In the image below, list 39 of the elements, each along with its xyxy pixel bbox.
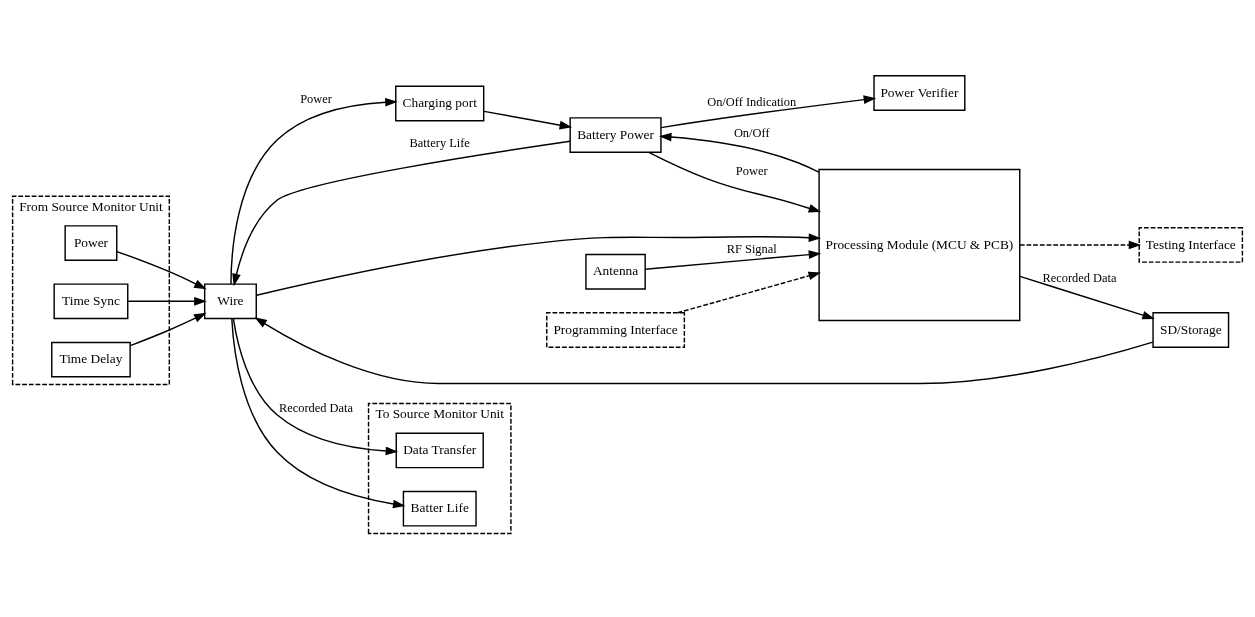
edge-label: RF Signal — [726, 241, 777, 256]
arrow — [254, 317, 1154, 385]
node-box: Time Delay — [51, 341, 131, 378]
arrow — [483, 110, 573, 130]
node-box: Processing Module (MCU & PCB) — [818, 168, 1021, 322]
node-box: Testing Interface — [1138, 227, 1244, 263]
arrow — [127, 297, 207, 306]
arrow — [129, 312, 207, 347]
node-box: Antenna — [585, 253, 646, 290]
edge-label: Power — [300, 91, 332, 106]
arrow — [648, 151, 822, 213]
node-box: Power Verifier — [873, 75, 966, 111]
edge-label: Recorded Data — [278, 400, 354, 415]
edge-label: On/Off Indication — [707, 94, 797, 109]
node-box: Charging port — [395, 85, 485, 122]
node-box: Programming Interface — [546, 312, 686, 348]
node-box: Data Transfer — [395, 432, 484, 469]
arrow — [231, 318, 406, 509]
arrow — [1019, 240, 1142, 250]
arrow — [232, 318, 399, 456]
arrow — [676, 271, 821, 314]
arrow — [1019, 275, 1155, 320]
arrow — [644, 250, 822, 270]
arrow — [660, 95, 877, 129]
node-box: Power — [64, 225, 118, 261]
arrow — [116, 250, 207, 290]
edge-label: Battery Life — [409, 135, 470, 150]
arrow — [659, 132, 820, 173]
node-box: Wire — [203, 283, 257, 320]
node-box: Battery Power — [569, 117, 662, 153]
node-box: SD/Storage — [1152, 312, 1230, 348]
arrow — [232, 140, 571, 287]
arrow — [230, 97, 398, 285]
node-box: Time Sync — [53, 283, 129, 320]
arrow — [255, 233, 822, 296]
node-box: Batter Life — [402, 490, 477, 527]
edge-label: On/Off — [733, 126, 770, 141]
edge-label: Power — [735, 163, 768, 178]
edge-label: Recorded Data — [1042, 270, 1117, 285]
